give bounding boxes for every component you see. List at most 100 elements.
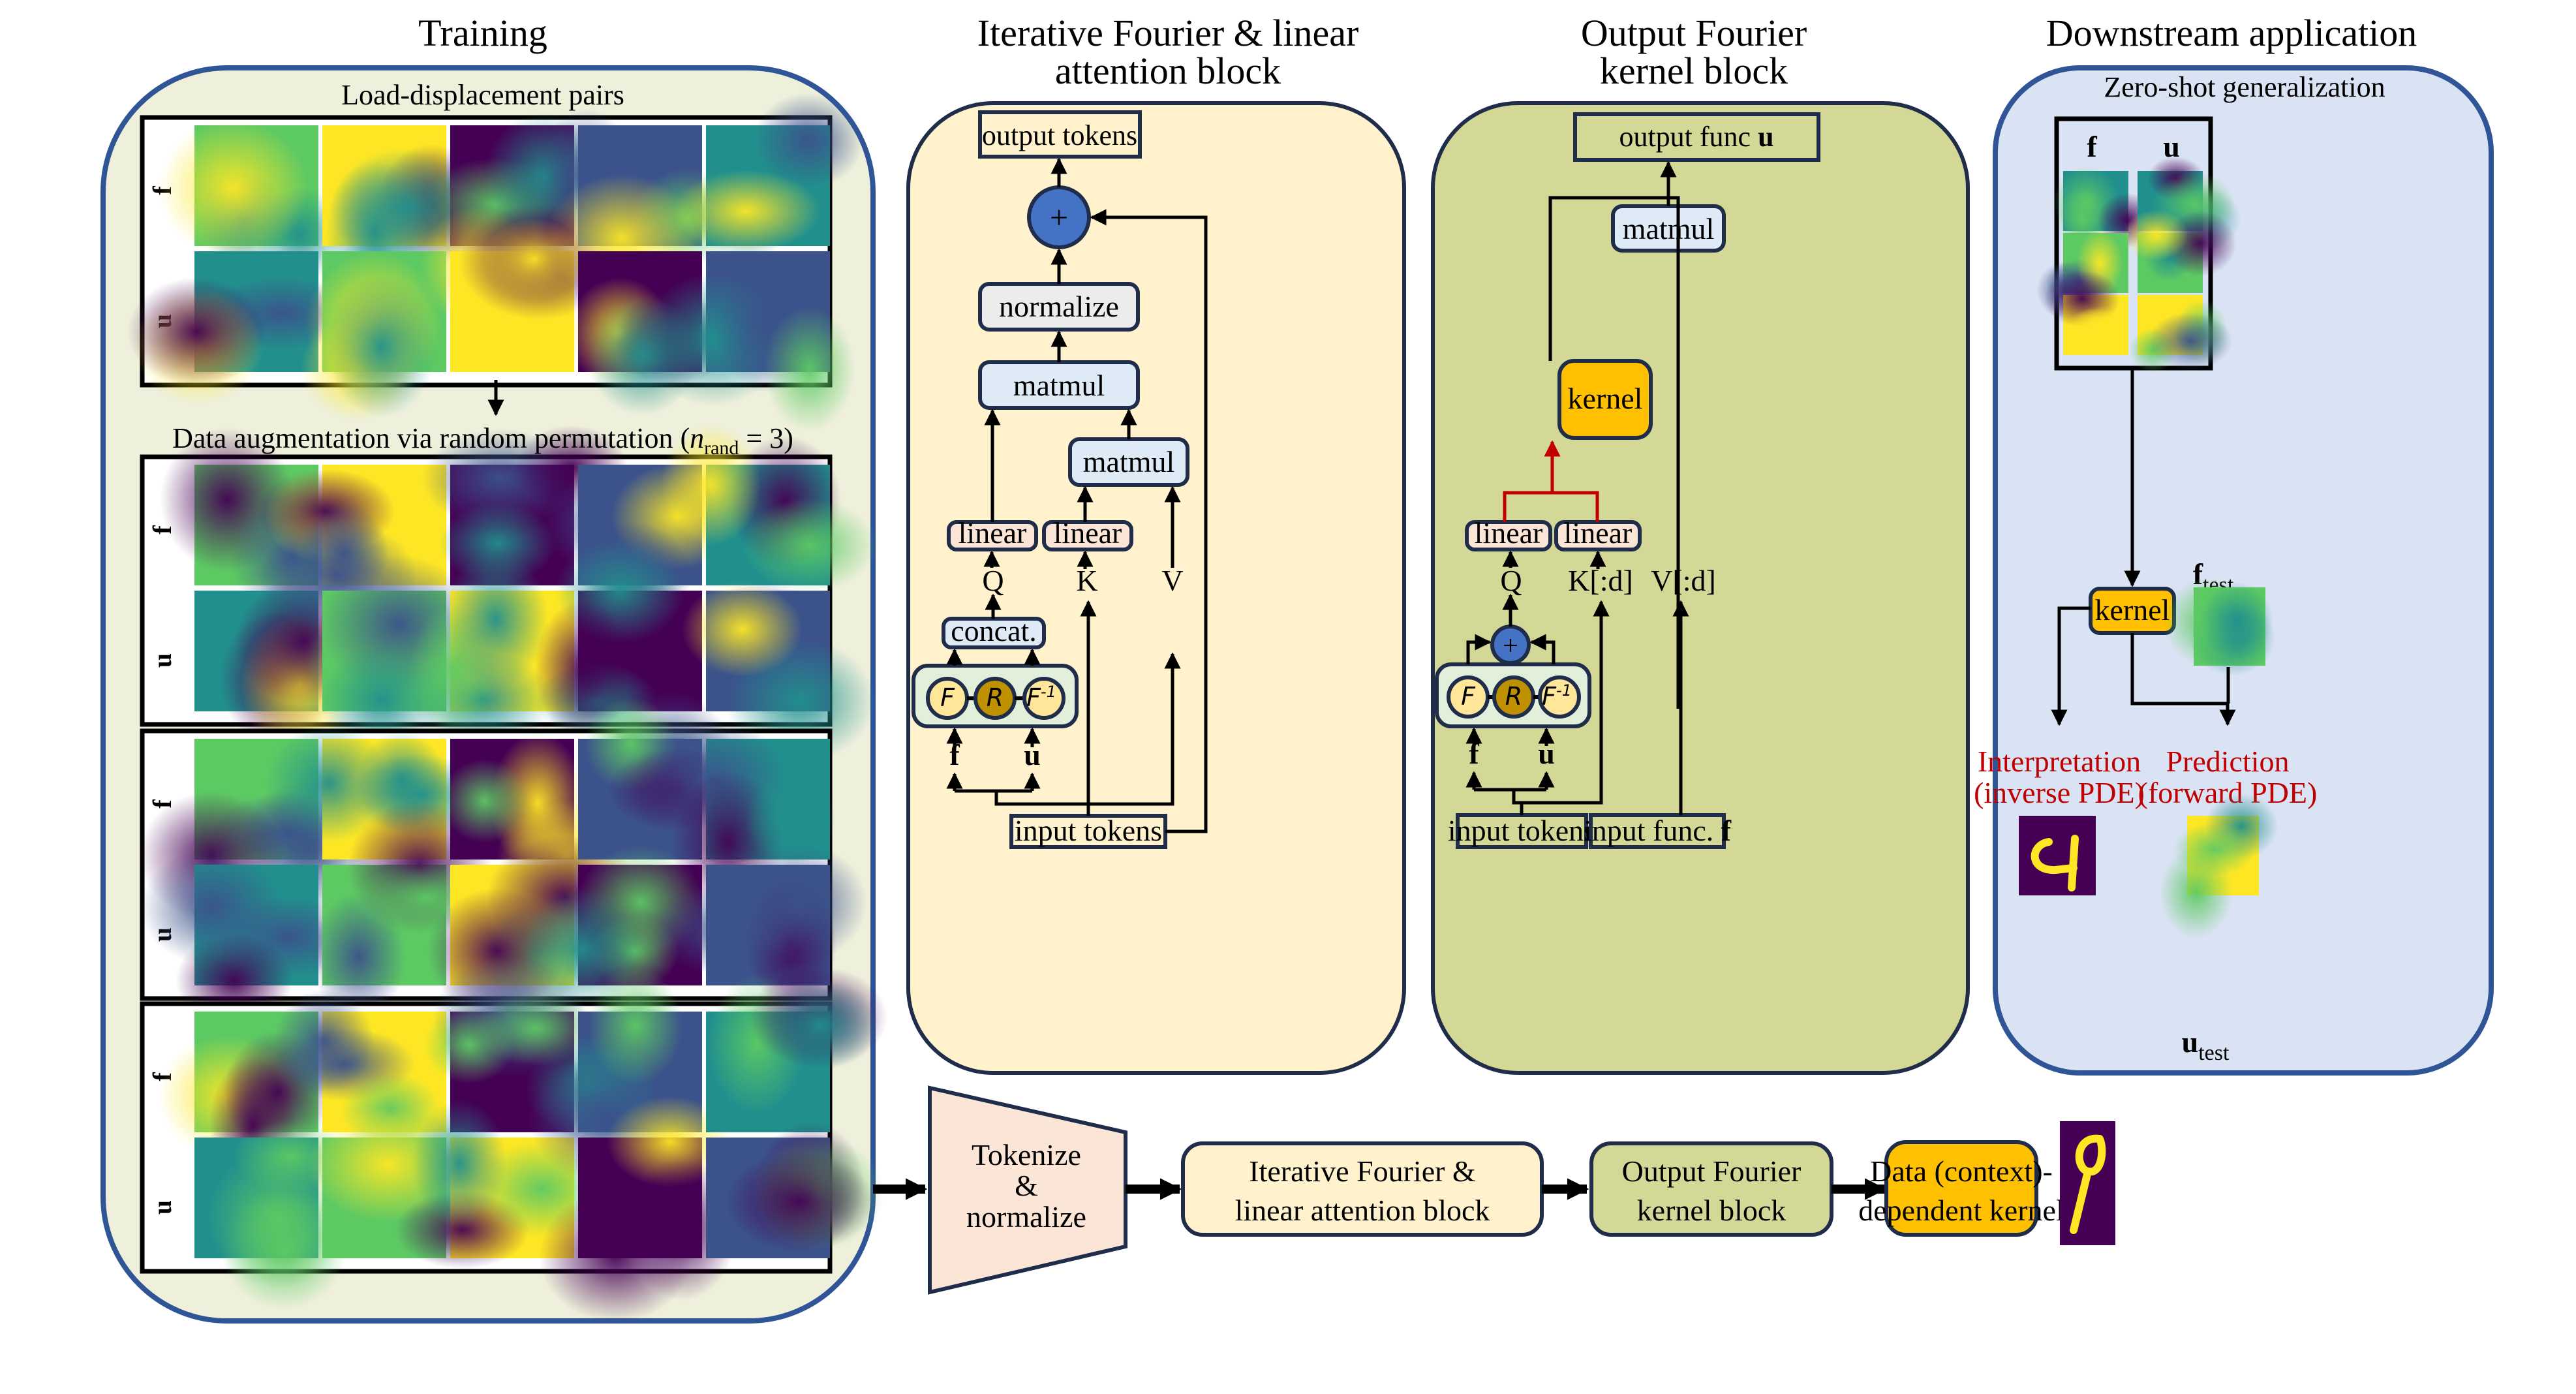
interpretation-line1: Interpretation bbox=[1978, 745, 2141, 778]
u-test-sub: test bbox=[2198, 1041, 2230, 1065]
output-func-box bbox=[1573, 112, 1820, 162]
pipeline: Tokenize & normalize Iterative Fourier &… bbox=[873, 1085, 2115, 1295]
inverse-fourier-sup: -1 bbox=[1041, 683, 1056, 701]
kernel-inverse-fourier-letter: F bbox=[1542, 682, 1557, 711]
u-test-image bbox=[2159, 793, 2278, 938]
output-tokens-label: output tokens bbox=[982, 119, 1137, 151]
matmul-mid-label: matmul bbox=[1083, 445, 1175, 478]
input-func-box bbox=[1589, 813, 1726, 849]
input-func-var: f bbox=[1721, 814, 1732, 847]
q-label: Q bbox=[982, 564, 1004, 597]
zero-shot-u-tile bbox=[2123, 209, 2237, 293]
training-group: fu bbox=[140, 423, 877, 763]
u-heatmap-tile bbox=[682, 581, 876, 763]
k-label: K bbox=[1076, 564, 1097, 597]
normalize-label: normalize bbox=[999, 290, 1119, 323]
pipeline-attention-line1: Iterative Fourier & bbox=[1249, 1154, 1475, 1188]
f-heatmap-tile bbox=[671, 93, 864, 260]
dependent-kernel-line2: dependent kernel bbox=[1858, 1194, 2064, 1227]
add-symbol: + bbox=[1050, 199, 1068, 236]
tokenize-trapezoid bbox=[928, 1085, 1127, 1295]
f-heatmap-tile bbox=[661, 423, 877, 593]
dependent-kernel-line1: Data (context)- bbox=[1870, 1154, 2053, 1188]
prediction-line1: Prediction bbox=[2166, 745, 2289, 778]
edge-fourier-add-left bbox=[1466, 634, 1492, 664]
training-groups: fufufufu bbox=[127, 93, 888, 1323]
u-heatmap-tile bbox=[706, 1121, 884, 1258]
augmentation-sub: rand bbox=[704, 437, 739, 459]
kernel-k-label: K[:d] bbox=[1568, 564, 1633, 597]
pipeline-kernel-line2: kernel block bbox=[1637, 1194, 1786, 1227]
u-test-label: utest bbox=[2182, 1025, 2230, 1065]
dependent-kernel-box bbox=[1884, 1140, 2038, 1237]
edge-kernel-interpretation bbox=[2051, 606, 2091, 726]
linear-k-label: linear bbox=[1054, 516, 1122, 550]
pipeline-kernel-image bbox=[2060, 1121, 2115, 1245]
u-heatmap-tile bbox=[410, 550, 574, 749]
edge-residual bbox=[1090, 209, 1208, 833]
kernel-inverse-fourier-sup: -1 bbox=[1556, 681, 1572, 700]
v-label: V bbox=[1161, 564, 1183, 597]
kernel-title-line2: kernel block bbox=[1600, 50, 1788, 92]
kernel-fourier-symbol: F bbox=[1461, 682, 1476, 711]
attention-block-section: Iterative Fourier & linear attention blo… bbox=[906, 12, 1406, 1075]
augmentation-prefix: Data augmentation via random permutation… bbox=[172, 422, 690, 454]
edge-v-branch bbox=[994, 652, 1181, 806]
r-symbol: R bbox=[987, 683, 1004, 712]
matmul-top-label: matmul bbox=[1013, 369, 1105, 402]
downstream-section: Downstream application Zero-shot general… bbox=[1974, 12, 2494, 1076]
kernel-inverse-fourier-node bbox=[1538, 675, 1581, 719]
fourier-symbol: F bbox=[940, 683, 955, 712]
u-heatmap-tile bbox=[534, 539, 702, 739]
digit-eight bbox=[2060, 1121, 2115, 1245]
kernel-v-label: V[:d] bbox=[1651, 564, 1716, 597]
kernel-block-section: Output Fourier kernel block output func … bbox=[1431, 12, 1970, 1075]
output-func-var: u bbox=[1758, 121, 1773, 153]
output-func-label: output func u bbox=[1619, 121, 1773, 153]
kernel-edges bbox=[1465, 161, 1689, 815]
edge-kernel-matmul-merge bbox=[1548, 196, 1680, 709]
u-heatmap-tile bbox=[300, 251, 446, 422]
training-section: Training Load-displacement pairs fufufuf… bbox=[100, 12, 888, 1324]
training-title: Training bbox=[418, 12, 547, 54]
edge-fourier-add-right bbox=[1529, 634, 1556, 664]
u-test-tile bbox=[2159, 793, 2278, 938]
tokenize-line3: normalize bbox=[966, 1200, 1086, 1233]
pipeline-kernel-line1: Output Fourier bbox=[1622, 1154, 1802, 1188]
attention-title-line2: attention block bbox=[1055, 50, 1281, 92]
linear-k-box bbox=[1042, 520, 1133, 551]
kernel-linear-q-label: linear bbox=[1475, 516, 1543, 550]
input-func-prefix: input func. bbox=[1584, 814, 1721, 847]
edge-red-bracket bbox=[1503, 491, 1599, 522]
zero-shot-u-tile bbox=[2129, 295, 2233, 373]
kernel-inverse-fourier-symbol: F-1 bbox=[1542, 681, 1572, 711]
kernel-label: kernel bbox=[1568, 382, 1643, 415]
tokenize-line1: Tokenize bbox=[972, 1138, 1081, 1171]
pipeline-attention-line2: linear attention block bbox=[1235, 1194, 1490, 1227]
kernel-f-label: f bbox=[1469, 737, 1479, 770]
attention-title-line1: Iterative Fourier & linear bbox=[977, 12, 1359, 54]
training-group: fu bbox=[127, 93, 864, 432]
kernel-input-tokens-label: input tokens bbox=[1448, 814, 1595, 847]
inverse-fourier-node bbox=[1022, 677, 1066, 720]
augmentation-subtitle: Data augmentation via random permutation… bbox=[172, 422, 793, 459]
f-heatmap-tile bbox=[706, 966, 888, 1132]
edge-k-branch bbox=[1512, 600, 1610, 805]
inverse-fourier-letter: F bbox=[1026, 683, 1041, 712]
input-func-label: input func. f bbox=[1584, 814, 1732, 847]
f-label: f bbox=[949, 738, 960, 771]
interpretation-line2: (inverse PDE) bbox=[1974, 776, 2145, 809]
attention-edges bbox=[946, 157, 1208, 833]
interpretation-kernel-image bbox=[2019, 816, 2096, 895]
u-heatmap-tile bbox=[194, 1119, 348, 1310]
pairs-subtitle: Load-displacement pairs bbox=[341, 79, 624, 111]
kernel-q-label: Q bbox=[1500, 564, 1522, 597]
downstream-title: Downstream application bbox=[2046, 12, 2417, 54]
f-heatmap-tile bbox=[159, 119, 346, 283]
u-test-var: u bbox=[2182, 1025, 2199, 1059]
inverse-fourier-symbol: F-1 bbox=[1026, 683, 1056, 712]
zero-shot-tiles bbox=[2036, 156, 2241, 373]
digit-four bbox=[2019, 816, 2096, 895]
downstream-kernel-label: kernel bbox=[2095, 593, 2170, 627]
